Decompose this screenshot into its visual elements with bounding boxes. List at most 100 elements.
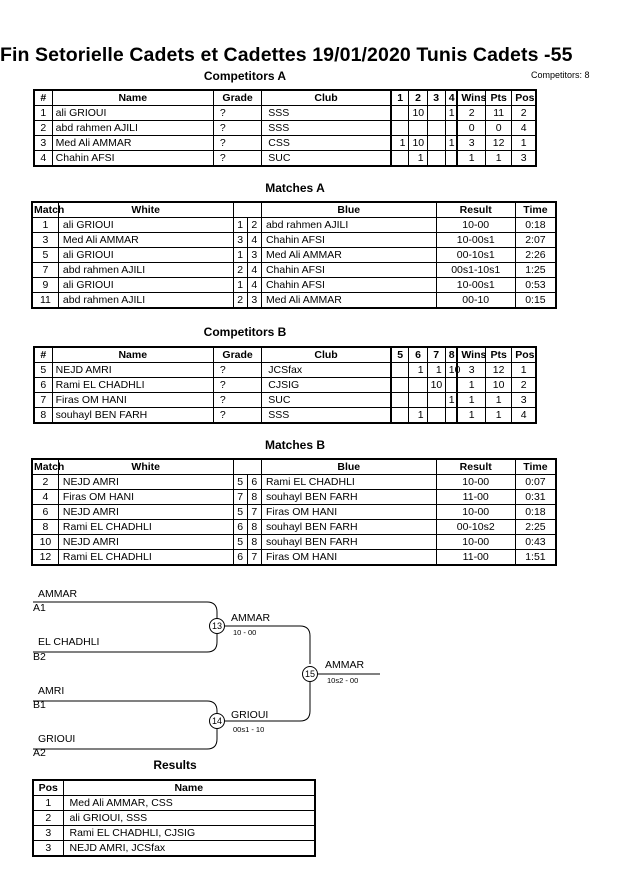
table-cell: 3 xyxy=(32,825,64,841)
table-cell: ali GRIOUI xyxy=(57,277,234,293)
table-cell: 10 xyxy=(485,377,513,393)
table-cell: 3 xyxy=(33,135,53,151)
table-cell: 1 xyxy=(456,150,487,167)
table-cell xyxy=(389,407,410,424)
column-header xyxy=(233,202,248,218)
table-cell: 3 xyxy=(456,135,487,151)
table-cell: 3 xyxy=(246,292,262,309)
table-cell: NEJD AMRI xyxy=(57,534,234,550)
match-circle-13 xyxy=(209,618,225,634)
column-header: Match xyxy=(31,458,65,475)
table-cell: ali GRIOUI, SSS xyxy=(62,810,316,826)
table-cell: 4 xyxy=(246,262,262,278)
bracket-semi1-top-seed: A1 xyxy=(33,602,46,614)
table-cell: 2:26 xyxy=(514,247,557,263)
table-cell: 8 xyxy=(33,407,53,424)
table-cell: ? xyxy=(212,392,263,408)
matches-a-title: Matches A xyxy=(265,181,325,195)
table-cell: ali GRIOUI xyxy=(51,105,214,121)
matches-b-title: Matches B xyxy=(264,438,326,452)
table-cell: abd rahmen AJILI xyxy=(57,262,234,278)
table-cell xyxy=(426,407,446,424)
table-cell: 3 xyxy=(32,840,64,857)
table-cell: 8 xyxy=(246,489,262,505)
table-cell: Firas OM HANI xyxy=(51,392,214,408)
table-cell: Chahin AFSI xyxy=(260,232,437,248)
table-cell xyxy=(389,392,410,408)
table-cell: 7 xyxy=(232,489,248,505)
table-cell: 8 xyxy=(31,519,59,535)
column-header: Blue xyxy=(260,201,437,218)
column-header: 6 xyxy=(408,346,428,363)
table-cell: NEJD AMRI, JCSfax xyxy=(62,840,316,857)
table-cell: 1 xyxy=(408,362,428,378)
bracket-line-semi1-out xyxy=(225,625,311,664)
table-cell: SSS xyxy=(261,105,392,121)
table-cell: 6 xyxy=(246,474,262,490)
match-number-15: 15 xyxy=(305,669,315,679)
column-header: Pos xyxy=(511,346,537,363)
column-header: Blue xyxy=(260,458,437,475)
table-cell: 1:25 xyxy=(514,262,557,278)
table-cell: ? xyxy=(212,150,263,167)
column-header: Wins xyxy=(456,346,486,363)
match-circle-14 xyxy=(209,713,225,729)
table-cell: 4 xyxy=(246,277,262,293)
bracket-semi1-bottom-name: EL CHADHLI xyxy=(38,636,100,648)
table-cell: 7 xyxy=(246,504,262,520)
table-cell: 2:07 xyxy=(514,232,557,248)
competitors-a-title: Competitors A xyxy=(203,69,287,83)
table-cell: 10 xyxy=(426,377,446,393)
table-cell: 10 xyxy=(408,105,428,121)
table-cell: 0 xyxy=(485,120,513,136)
table-cell: 1:51 xyxy=(514,549,557,566)
column-header: White xyxy=(57,201,234,218)
table-cell xyxy=(389,105,410,121)
table-cell: 3 xyxy=(456,362,487,378)
table-cell: Rami EL CHADHLI xyxy=(57,519,234,535)
table-cell: CJSIG xyxy=(261,377,392,393)
table-cell: 12 xyxy=(485,362,513,378)
table-cell: 11-00 xyxy=(435,549,516,566)
table-cell: 6 xyxy=(232,549,248,566)
bracket-semi2-winner: GRIOUI xyxy=(231,709,269,721)
table-cell xyxy=(389,377,410,393)
column-header: Name xyxy=(62,779,316,796)
table-cell: Firas OM HANI xyxy=(57,489,234,505)
column-header: Grade xyxy=(212,346,263,363)
table-cell: 10-00 xyxy=(435,217,516,233)
table-cell xyxy=(444,150,459,167)
table-cell: 2:25 xyxy=(514,519,557,535)
bracket-semi1-top-name: AMMAR xyxy=(38,588,78,600)
table-cell: 00-10s2 xyxy=(435,519,516,535)
table-cell: 0:53 xyxy=(514,277,557,293)
table-cell: 11 xyxy=(31,292,59,309)
table-cell: 1 xyxy=(32,795,64,811)
column-header: Time xyxy=(514,201,557,218)
table-cell: 1 xyxy=(389,135,410,151)
column-header xyxy=(233,459,248,475)
table-cell: 1 xyxy=(511,135,537,151)
table-cell xyxy=(444,120,459,136)
column-header: Name xyxy=(51,346,214,363)
match-number-13: 13 xyxy=(212,621,222,631)
table-cell: 1 xyxy=(444,392,459,408)
table-cell xyxy=(408,392,428,408)
table-cell: 0:18 xyxy=(514,504,557,520)
table-cell: Chahin AFSI xyxy=(260,262,437,278)
table-cell: 7 xyxy=(33,392,53,408)
table-cell: 7 xyxy=(246,549,262,566)
table-cell xyxy=(426,392,446,408)
